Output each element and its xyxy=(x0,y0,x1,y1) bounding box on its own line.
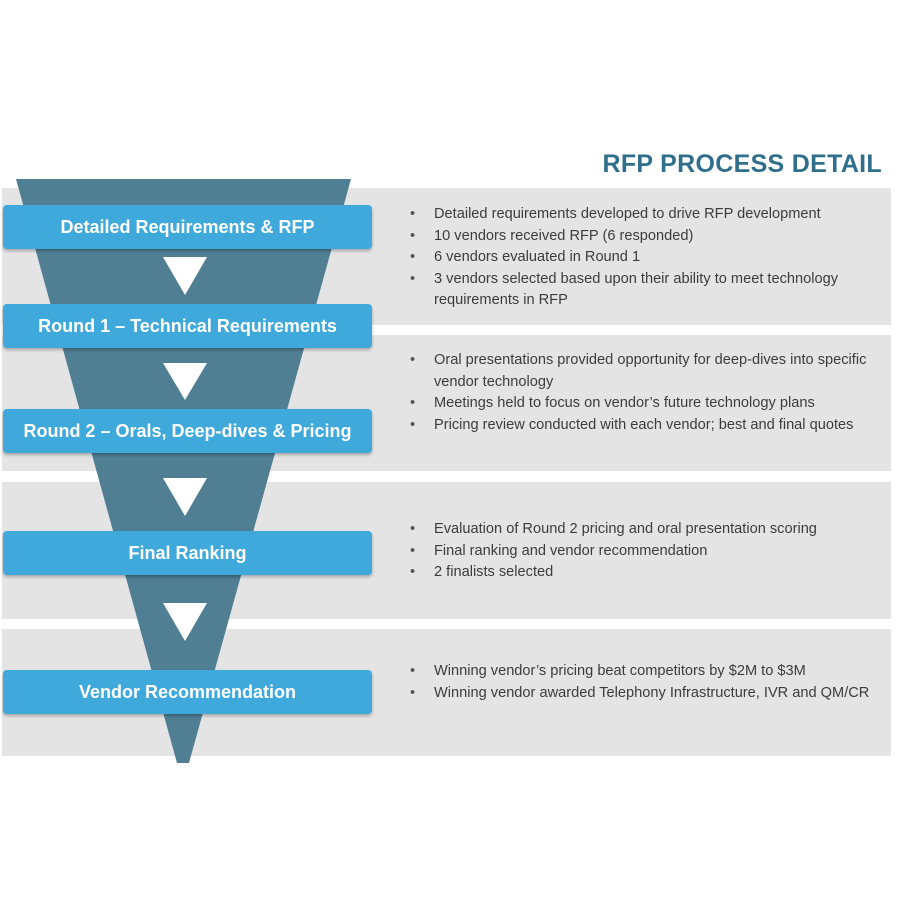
bullet-item: Detailed requirements developed to drive… xyxy=(408,204,883,226)
bullet-list-stage-4: Winning vendor’s pricing beat competitor… xyxy=(408,661,883,704)
bullet-item: 2 finalists selected xyxy=(408,562,883,584)
bullet-item: Winning vendor awarded Telephony Infrast… xyxy=(408,683,883,705)
down-arrow-icon xyxy=(163,257,207,295)
bullet-list-stage-3: Evaluation of Round 2 pricing and oral p… xyxy=(408,519,883,584)
bullet-item: Final ranking and vendor recommendation xyxy=(408,541,883,563)
bullet-item: 6 vendors evaluated in Round 1 xyxy=(408,247,883,269)
bullet-list-stage-2: Oral presentations provided opportunity … xyxy=(408,350,883,436)
bullet-item: 3 vendors selected based upon their abil… xyxy=(408,269,883,312)
bullet-item: 10 vendors received RFP (6 responded) xyxy=(408,226,883,248)
bullet-item: Pricing review conducted with each vendo… xyxy=(408,415,883,437)
stage-detailed-requirements: Detailed Requirements & RFP xyxy=(3,205,372,249)
stage-round-1: Round 1 – Technical Requirements xyxy=(3,304,372,348)
bullet-item: Oral presentations provided opportunity … xyxy=(408,350,883,393)
bullet-item: Evaluation of Round 2 pricing and oral p… xyxy=(408,519,883,541)
bullet-list-stage-1: Detailed requirements developed to drive… xyxy=(408,204,883,312)
bullet-item: Meetings held to focus on vendor’s futur… xyxy=(408,393,883,415)
stage-round-2: Round 2 – Orals, Deep-dives & Pricing xyxy=(3,409,372,453)
page-title: RFP PROCESS DETAIL xyxy=(602,150,882,178)
down-arrow-icon xyxy=(163,363,207,400)
stage-final-ranking: Final Ranking xyxy=(3,531,372,575)
down-arrow-icon xyxy=(163,478,207,516)
bullet-item: Winning vendor’s pricing beat competitor… xyxy=(408,661,883,683)
down-arrow-icon xyxy=(163,603,207,641)
stage-vendor-recommendation: Vendor Recommendation xyxy=(3,670,372,714)
